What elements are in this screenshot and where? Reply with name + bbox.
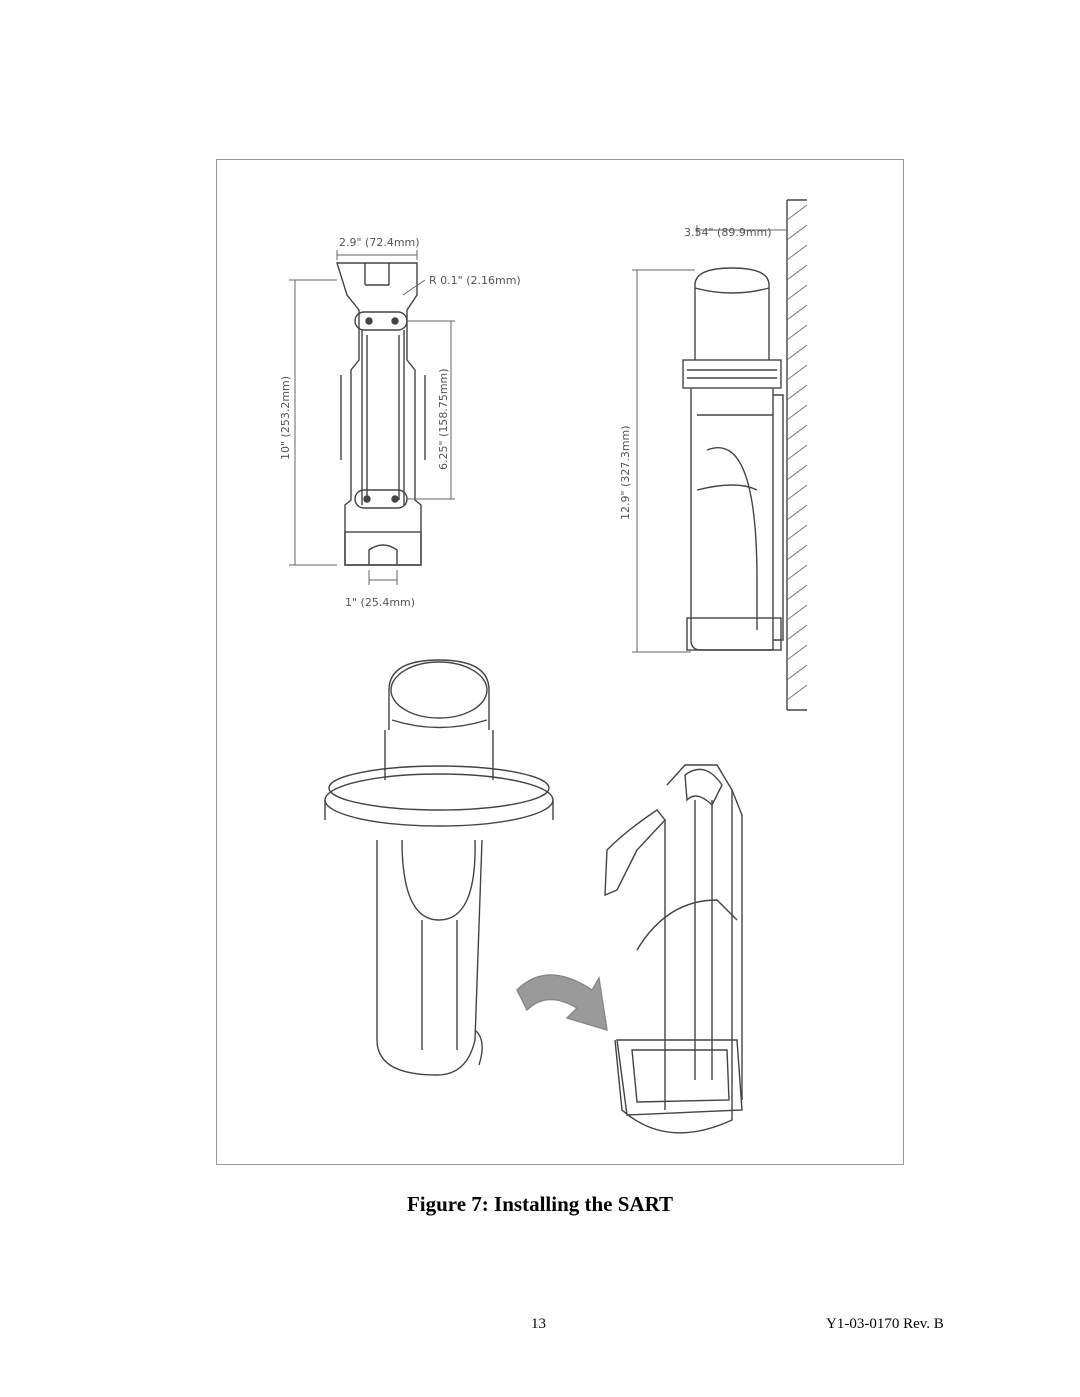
page-number: 13 (531, 1316, 546, 1332)
dim-radius: R 0.1" (2.16mm) (429, 274, 521, 287)
dim-bottom-width: 1" (25.4mm) (345, 596, 415, 609)
dim-top-width: 2.9" (72.4mm) (339, 236, 420, 249)
dim-height-total: 10" (253.2mm) (279, 376, 292, 460)
document-id: Y1-03-0170 Rev. B (826, 1316, 944, 1332)
install-arrow (516, 974, 608, 1031)
dim-wall-offset: 3.54" (89.9mm) (684, 226, 772, 239)
bracket-isometric-view (604, 764, 743, 1134)
dim-hole-spacing: 6.25" (158.75mm) (437, 368, 450, 470)
bracket-front-view (336, 262, 426, 566)
wall-mount-side-view (682, 199, 808, 711)
installation-drawing: 2.9" (72.4mm) R 0.1" (2.16mm) 10" (253.2… (279, 199, 808, 1134)
figure-frame: 2.9" (72.4mm) R 0.1" (2.16mm) 10" (253.2… (216, 159, 904, 1165)
figure-caption: Figure 7: Installing the SART (406, 1192, 674, 1216)
sart-unit (324, 659, 554, 1076)
dim-installed-height: 12.9" (327.3mm) (619, 425, 632, 520)
